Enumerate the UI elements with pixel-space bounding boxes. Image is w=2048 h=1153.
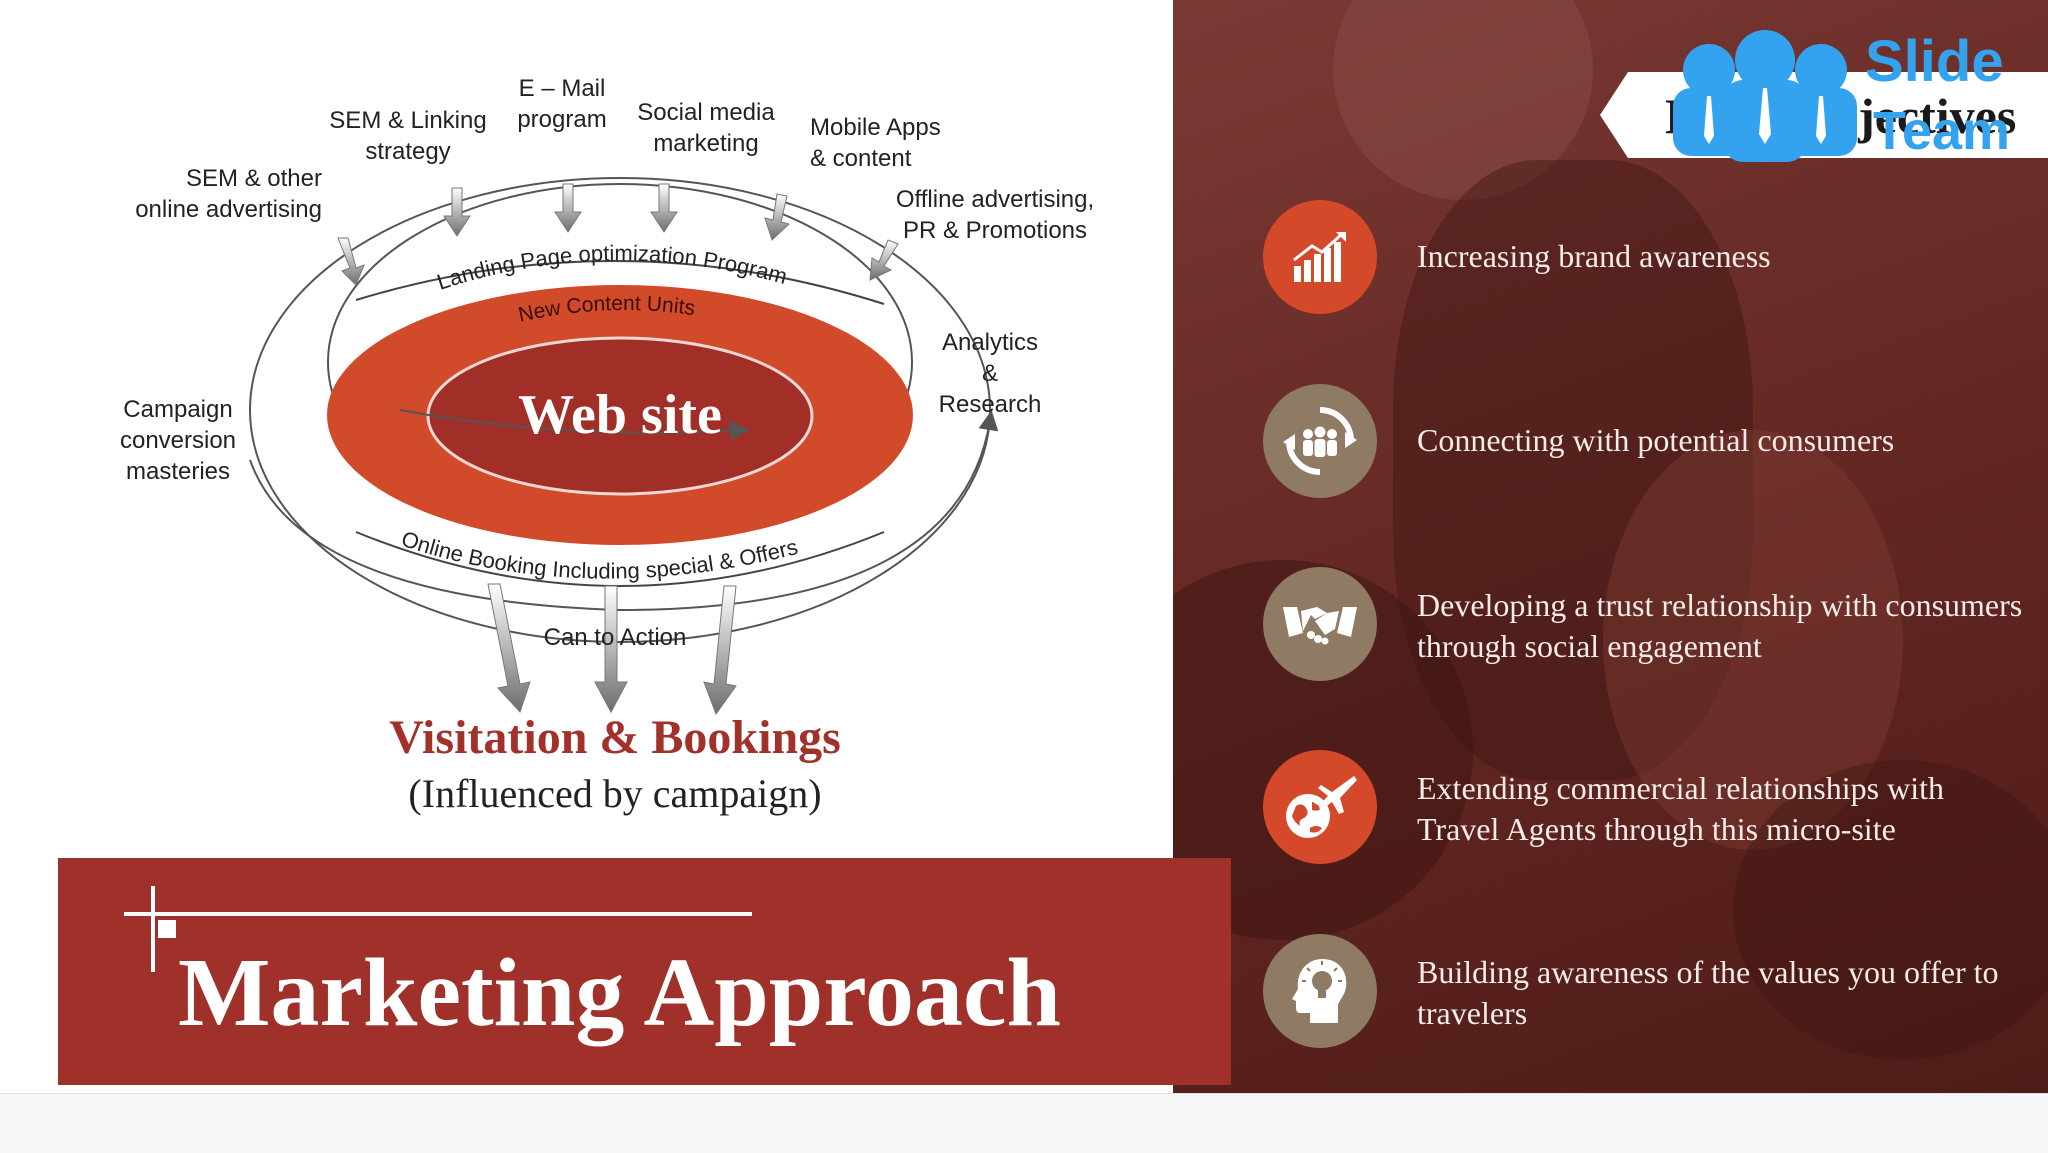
website-core bbox=[426, 336, 814, 496]
marketing-diagram: Landing Page optimization Program New Co… bbox=[0, 0, 1173, 860]
objective-item: Developing a trust relationship with con… bbox=[1263, 567, 2043, 687]
banner-rule-horizontal bbox=[124, 912, 752, 916]
analytics-research-label: Analytics&Research bbox=[938, 329, 1042, 418]
logo-word-team: Team bbox=[1873, 101, 2011, 161]
input-label-offline-advertising: Offline advertising,PR & Promotions bbox=[895, 186, 1095, 244]
output-arrows bbox=[487, 583, 737, 716]
objective-item: Building awareness of the values you off… bbox=[1263, 934, 2043, 1054]
outcome-title: Visitation & Bookings bbox=[389, 711, 841, 764]
growth-chart-icon bbox=[1263, 200, 1377, 314]
logo-word-slide: Slide bbox=[1865, 29, 2004, 94]
handshake-icon bbox=[1263, 567, 1377, 681]
cta-label: Can to Action bbox=[543, 624, 687, 651]
objective-text: Building awareness of the values you off… bbox=[1417, 954, 1999, 1031]
landing-page-label: Landing Page optimization Program bbox=[434, 240, 790, 294]
objective-text: Extending commercial relationships with … bbox=[1417, 770, 1944, 847]
website-label: Web site bbox=[518, 384, 722, 446]
objective-item: Increasing brand awareness bbox=[1263, 200, 2043, 320]
objective-text: Increasing brand awareness bbox=[1417, 238, 1771, 274]
objective-text: Developing a trust relationship with con… bbox=[1417, 587, 2023, 664]
title-banner: Marketing Approach bbox=[58, 858, 1231, 1085]
online-booking-label: Online Booking Including special & Offer… bbox=[398, 526, 800, 584]
bottom-strip bbox=[0, 1093, 2048, 1153]
head-bulb-icon bbox=[1263, 934, 1377, 1048]
input-arrows bbox=[337, 183, 899, 286]
slideteam-logo: Slide Team bbox=[1665, 28, 2025, 168]
team-people-icon bbox=[1673, 30, 1857, 162]
banner-rule-vertical bbox=[151, 886, 155, 972]
globe-plane-icon bbox=[1263, 750, 1377, 864]
objective-text: Connecting with potential consumers bbox=[1417, 422, 1895, 458]
outer-ring bbox=[249, 177, 991, 643]
page-title: Marketing Approach bbox=[178, 939, 1061, 1047]
banner-square bbox=[158, 920, 176, 938]
new-content-label: New Content Units bbox=[516, 292, 696, 327]
objective-item: Extending commercial relationships with … bbox=[1263, 750, 2043, 870]
people-cycle-icon bbox=[1263, 384, 1377, 498]
input-label-mobile-apps: Mobile Apps& content bbox=[810, 114, 941, 172]
objective-item: Connecting with potential consumers bbox=[1263, 384, 2043, 504]
outcome-subtitle: (Influenced by campaign) bbox=[408, 771, 822, 816]
